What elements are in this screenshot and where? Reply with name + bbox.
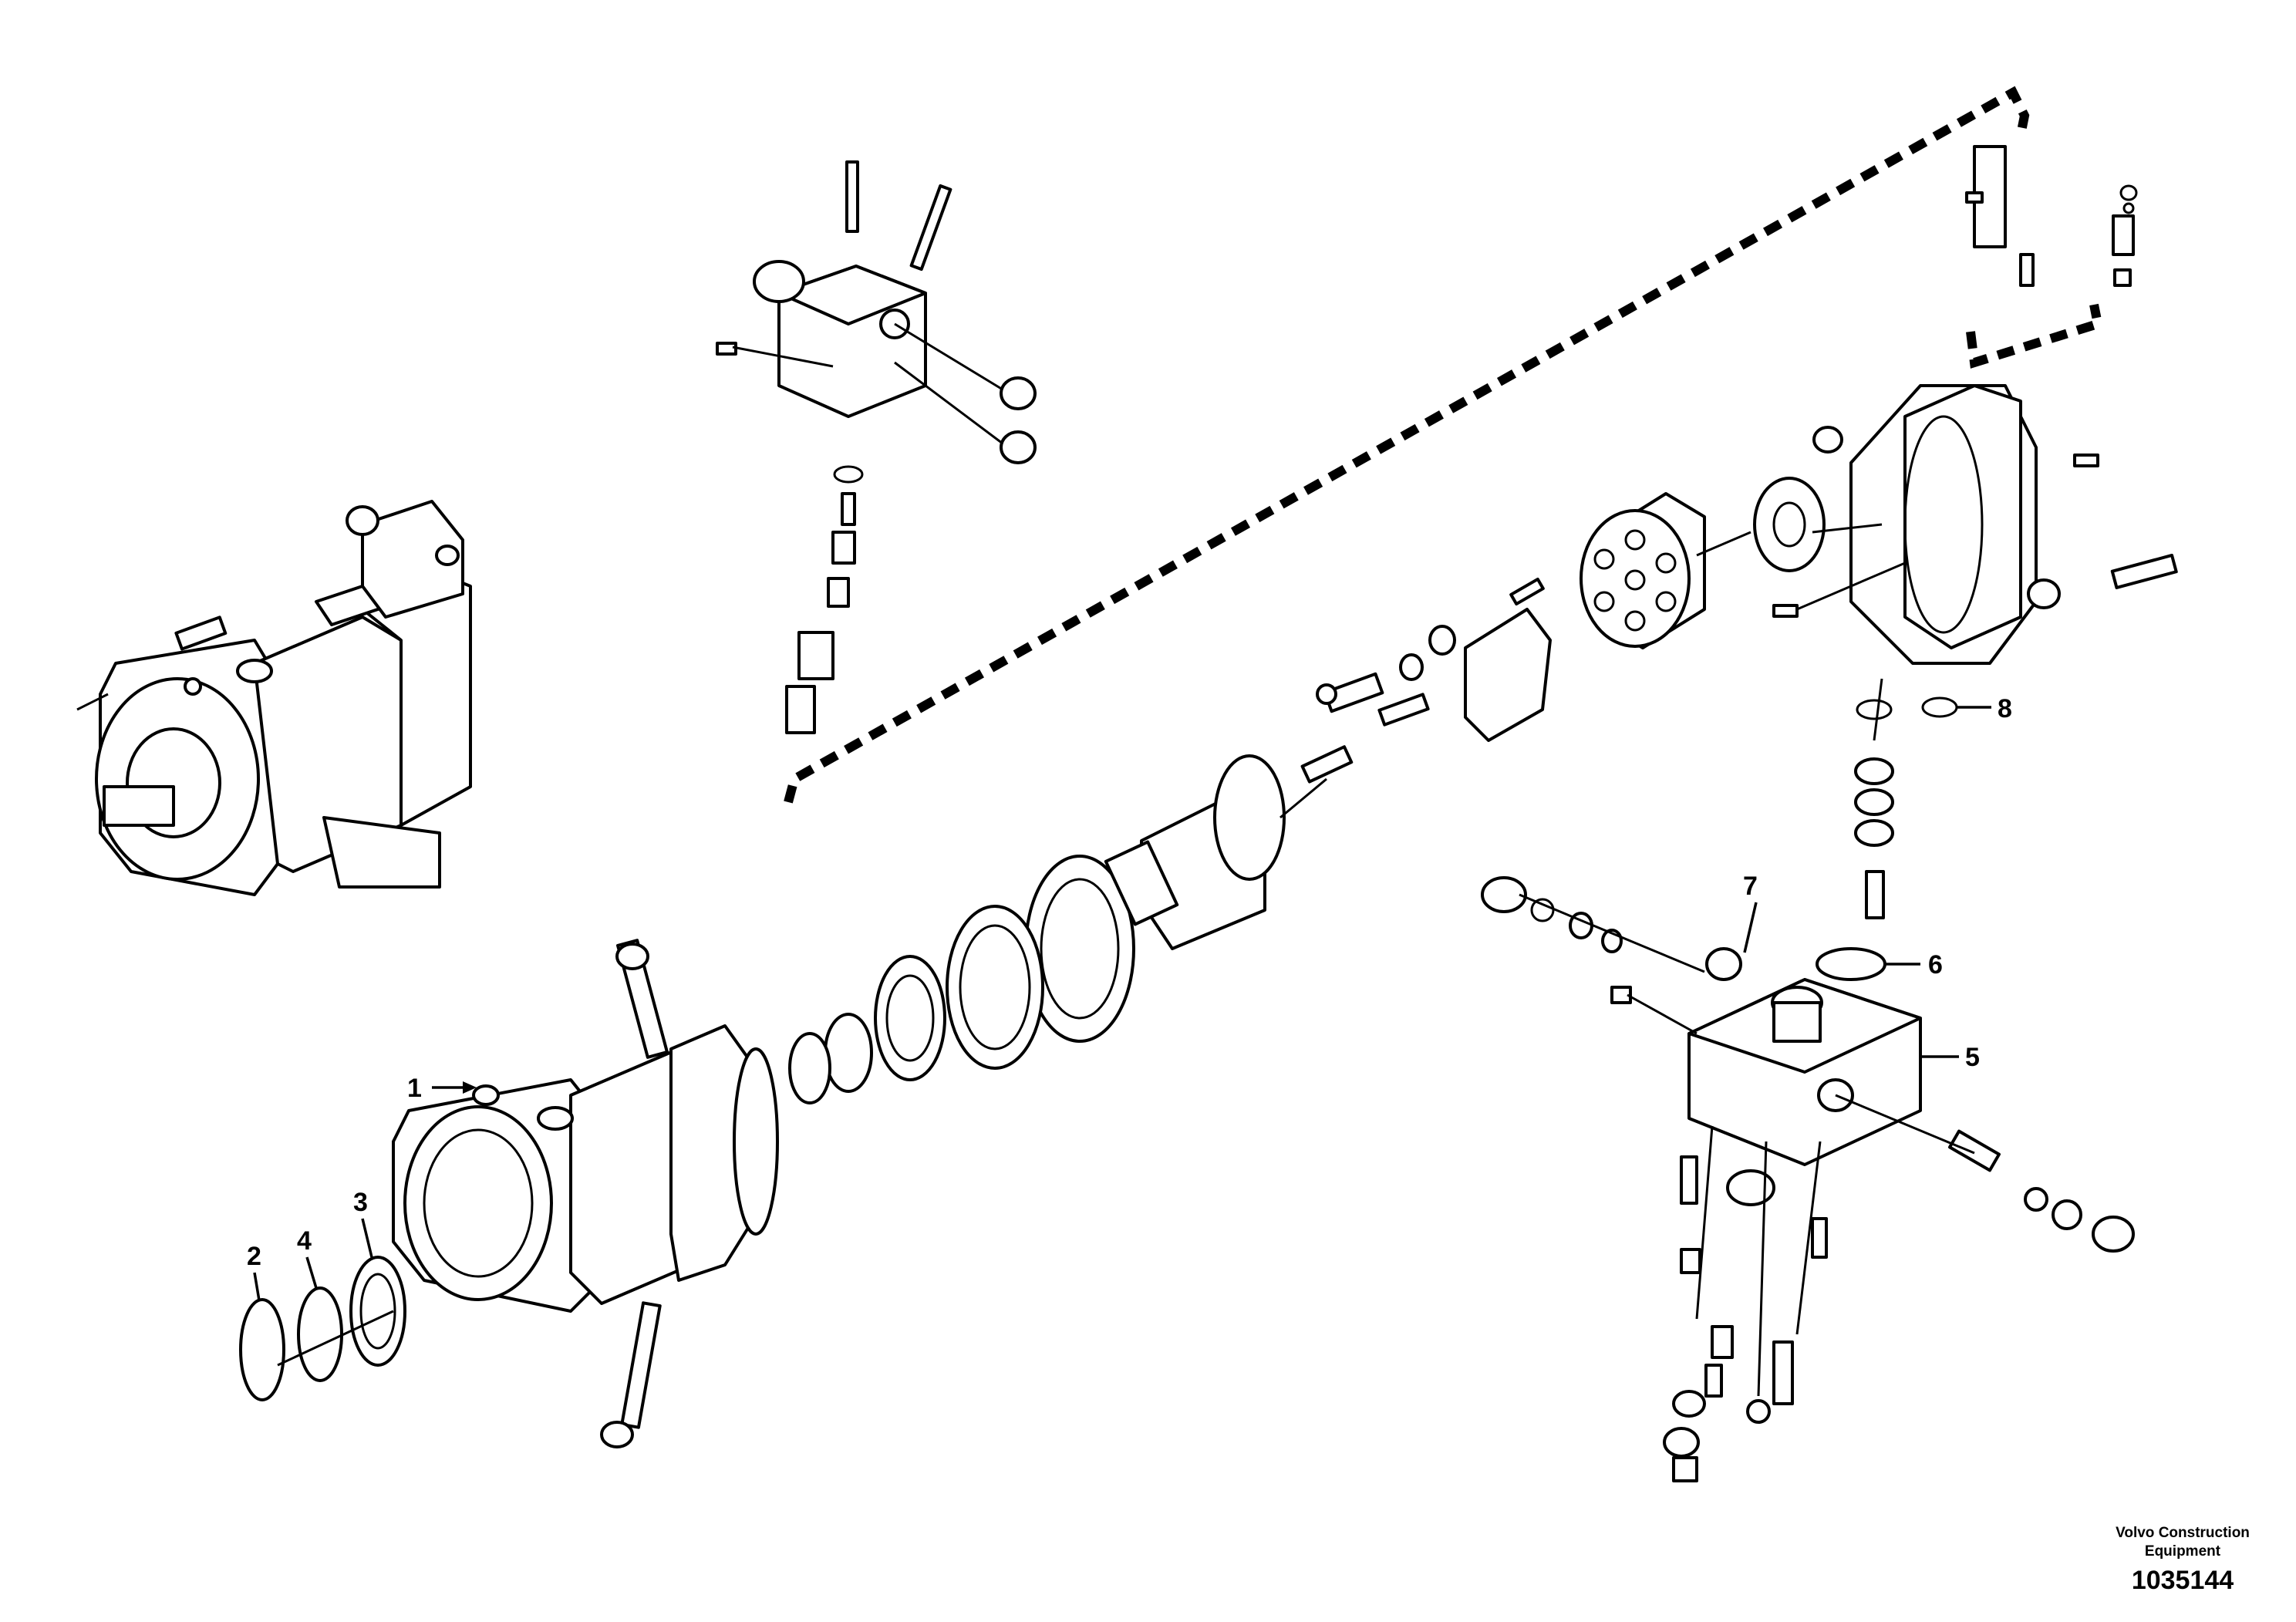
callout-8: 8 (1921, 694, 2012, 723)
dashed-assembly-line (784, 86, 2030, 804)
callout-7: 7 (1743, 872, 1758, 953)
callout-1: 1 (407, 1074, 477, 1103)
dashed-connector-right (1966, 303, 2103, 369)
circlip-ring (239, 1298, 285, 1401)
brand-footer: Volvo Construction Equipment 1035144 (2116, 1525, 2250, 1595)
callout-label: 4 (297, 1226, 312, 1256)
control-valve-block (716, 160, 1037, 734)
callout-5: 5 (1920, 1043, 1980, 1072)
callout-4: 4 (297, 1226, 318, 1289)
seal-ring (297, 1286, 343, 1382)
callout-label: 8 (1998, 694, 2012, 723)
retaining-rings (239, 1256, 406, 1401)
shaft-and-bearings (788, 577, 1552, 1104)
brand-line-2: Equipment (2145, 1543, 2221, 1560)
callout-label: 6 (1928, 950, 1943, 980)
callout-2: 2 (247, 1242, 261, 1301)
callout-label: 5 (1965, 1043, 1980, 1072)
motor-housing (392, 939, 779, 1448)
callout-label: 2 (247, 1242, 261, 1271)
relief-valve-block (1481, 876, 2135, 1482)
reference-number: 1035144 (2132, 1566, 2234, 1595)
callout-label: 7 (1743, 872, 1758, 901)
cylinder-barrel (1580, 477, 1826, 649)
assembled-motor (76, 500, 472, 896)
end-cover (1772, 145, 2178, 919)
callout-3: 3 (353, 1188, 373, 1258)
brand-line-1: Volvo Construction (2116, 1525, 2250, 1541)
shaft-seal (349, 1256, 406, 1367)
callout-label: 3 (353, 1188, 368, 1217)
callout-6: 6 (1886, 950, 1943, 980)
callout-label: 1 (407, 1074, 422, 1103)
